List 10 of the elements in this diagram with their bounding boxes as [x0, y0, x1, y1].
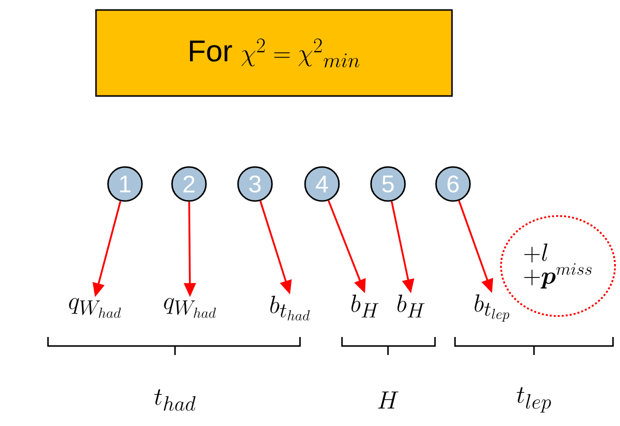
particle-label: $b_H$: [397, 294, 424, 318]
particle-label: $q_{W_{had}}$: [69, 298, 121, 318]
group-label: $t_{had}$: [154, 389, 196, 411]
group-label: $H$: [378, 392, 398, 408]
particle-label: $q_{W_{had}}$: [164, 298, 216, 318]
particle-label: $b_{t_{lep}}$: [474, 294, 510, 322]
group-label: $t_{lep}$: [516, 387, 551, 413]
particle-label: $b_H$: [351, 294, 378, 318]
particle-label: $b_{t_{had}}$: [270, 296, 310, 320]
title-box: For $\chi^2 = {\chi^2}_{min}$: [95, 9, 453, 97]
